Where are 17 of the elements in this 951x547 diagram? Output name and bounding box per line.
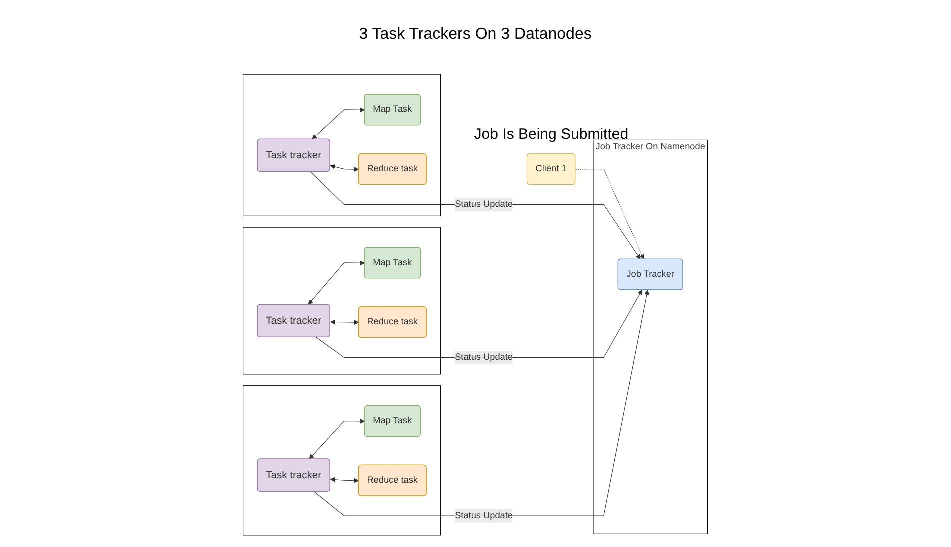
arrow xyxy=(312,108,366,140)
arrow xyxy=(314,290,650,516)
arrow xyxy=(330,477,360,484)
edge-label: Status Update xyxy=(455,352,513,362)
arrow xyxy=(330,164,360,172)
arrow xyxy=(316,290,642,358)
cluster xyxy=(243,227,442,375)
group-caption: 3 Task Trackers On 3 Datanodes xyxy=(359,26,592,44)
arrow xyxy=(330,320,360,326)
arrow xyxy=(575,169,644,260)
arrow xyxy=(310,172,641,260)
cluster xyxy=(243,386,442,536)
cluster xyxy=(243,74,442,216)
edge-label: Status Update xyxy=(455,510,513,521)
arrow xyxy=(308,260,366,305)
edge-label: Status Update xyxy=(455,200,513,210)
arrow xyxy=(309,418,366,460)
